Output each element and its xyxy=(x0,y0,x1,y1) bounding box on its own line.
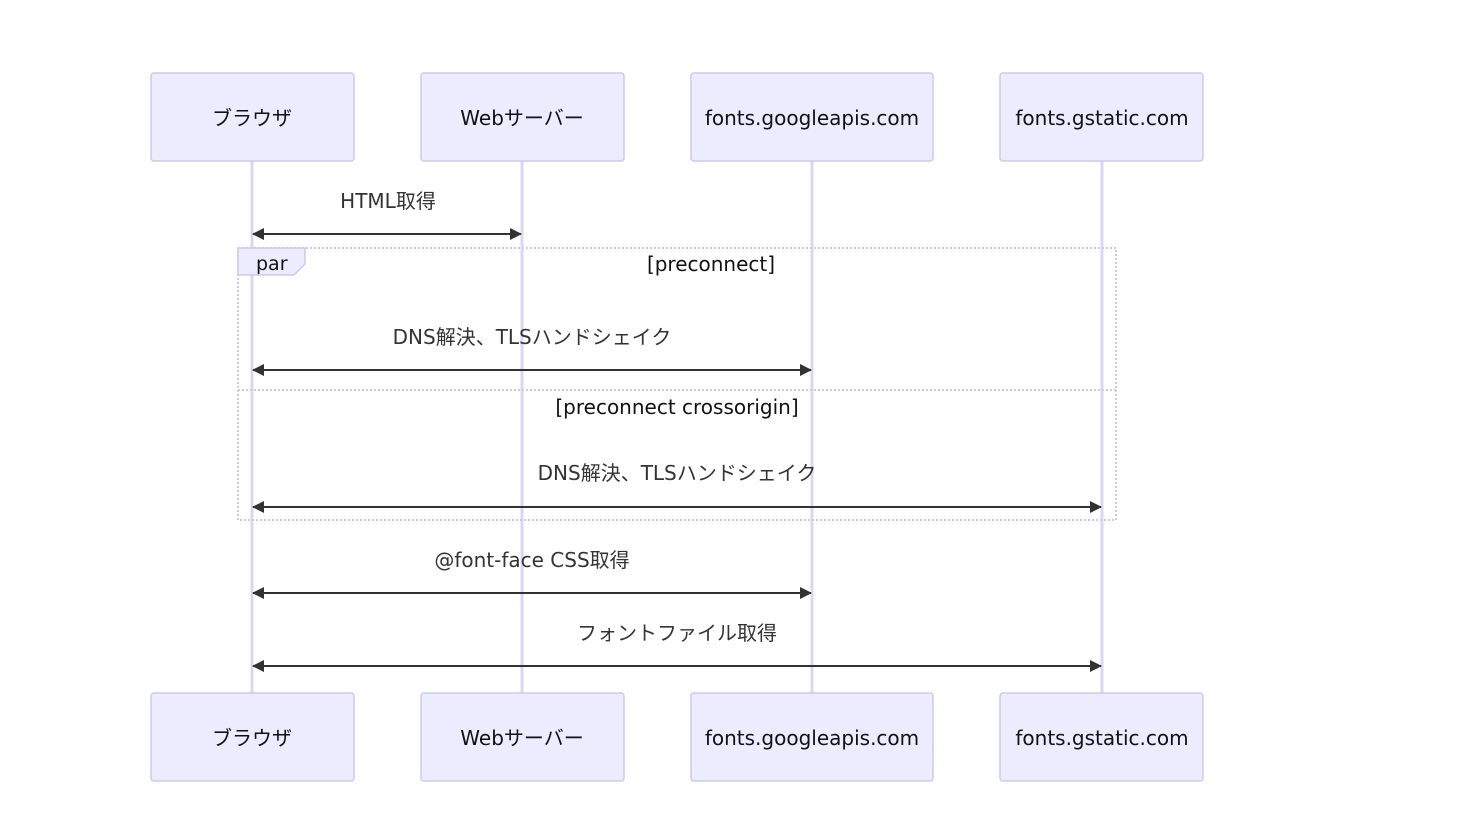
message-label-dns-tls-gstatic: DNS解決、TLSハンドシェイク xyxy=(538,461,817,485)
message-label-html-fetch: HTML取得 xyxy=(340,189,436,213)
actor-label: Webサーバー xyxy=(460,106,583,130)
actor-top-web-server: Webサーバー xyxy=(420,72,625,162)
actor-label: Webサーバー xyxy=(460,726,583,750)
par-keyword: par xyxy=(256,253,288,275)
actor-top-fonts-gstatic: fonts.gstatic.com xyxy=(999,72,1204,162)
actor-bottom-web-server: Webサーバー xyxy=(420,692,625,782)
message-label-css-fetch: @font-face CSS取得 xyxy=(434,548,629,572)
message-label-dns-tls-googleapis: DNS解決、TLSハンドシェイク xyxy=(393,325,672,349)
actor-label: fonts.googleapis.com xyxy=(705,106,919,130)
par-frame xyxy=(237,247,1117,521)
actor-bottom-fonts-gstatic: fonts.gstatic.com xyxy=(999,692,1204,782)
actor-label: ブラウザ xyxy=(212,726,292,750)
par-section-label-preconnect-crossorigin: [preconnect crossorigin] xyxy=(555,395,798,419)
actor-label: ブラウザ xyxy=(212,106,292,130)
actor-top-browser: ブラウザ xyxy=(150,72,355,162)
actor-label: fonts.gstatic.com xyxy=(1015,106,1188,130)
actor-bottom-browser: ブラウザ xyxy=(150,692,355,782)
actor-label: fonts.googleapis.com xyxy=(705,726,919,750)
message-label-font-file-fetch: フォントファイル取得 xyxy=(577,621,777,645)
par-block: par [preconnect] [preconnect crossorigin… xyxy=(237,247,1117,521)
par-tab xyxy=(237,247,306,276)
actor-top-fonts-googleapis: fonts.googleapis.com xyxy=(690,72,934,162)
par-section-label-preconnect: [preconnect] xyxy=(647,252,775,276)
actor-label: fonts.gstatic.com xyxy=(1015,726,1188,750)
actor-bottom-fonts-googleapis: fonts.googleapis.com xyxy=(690,692,934,782)
